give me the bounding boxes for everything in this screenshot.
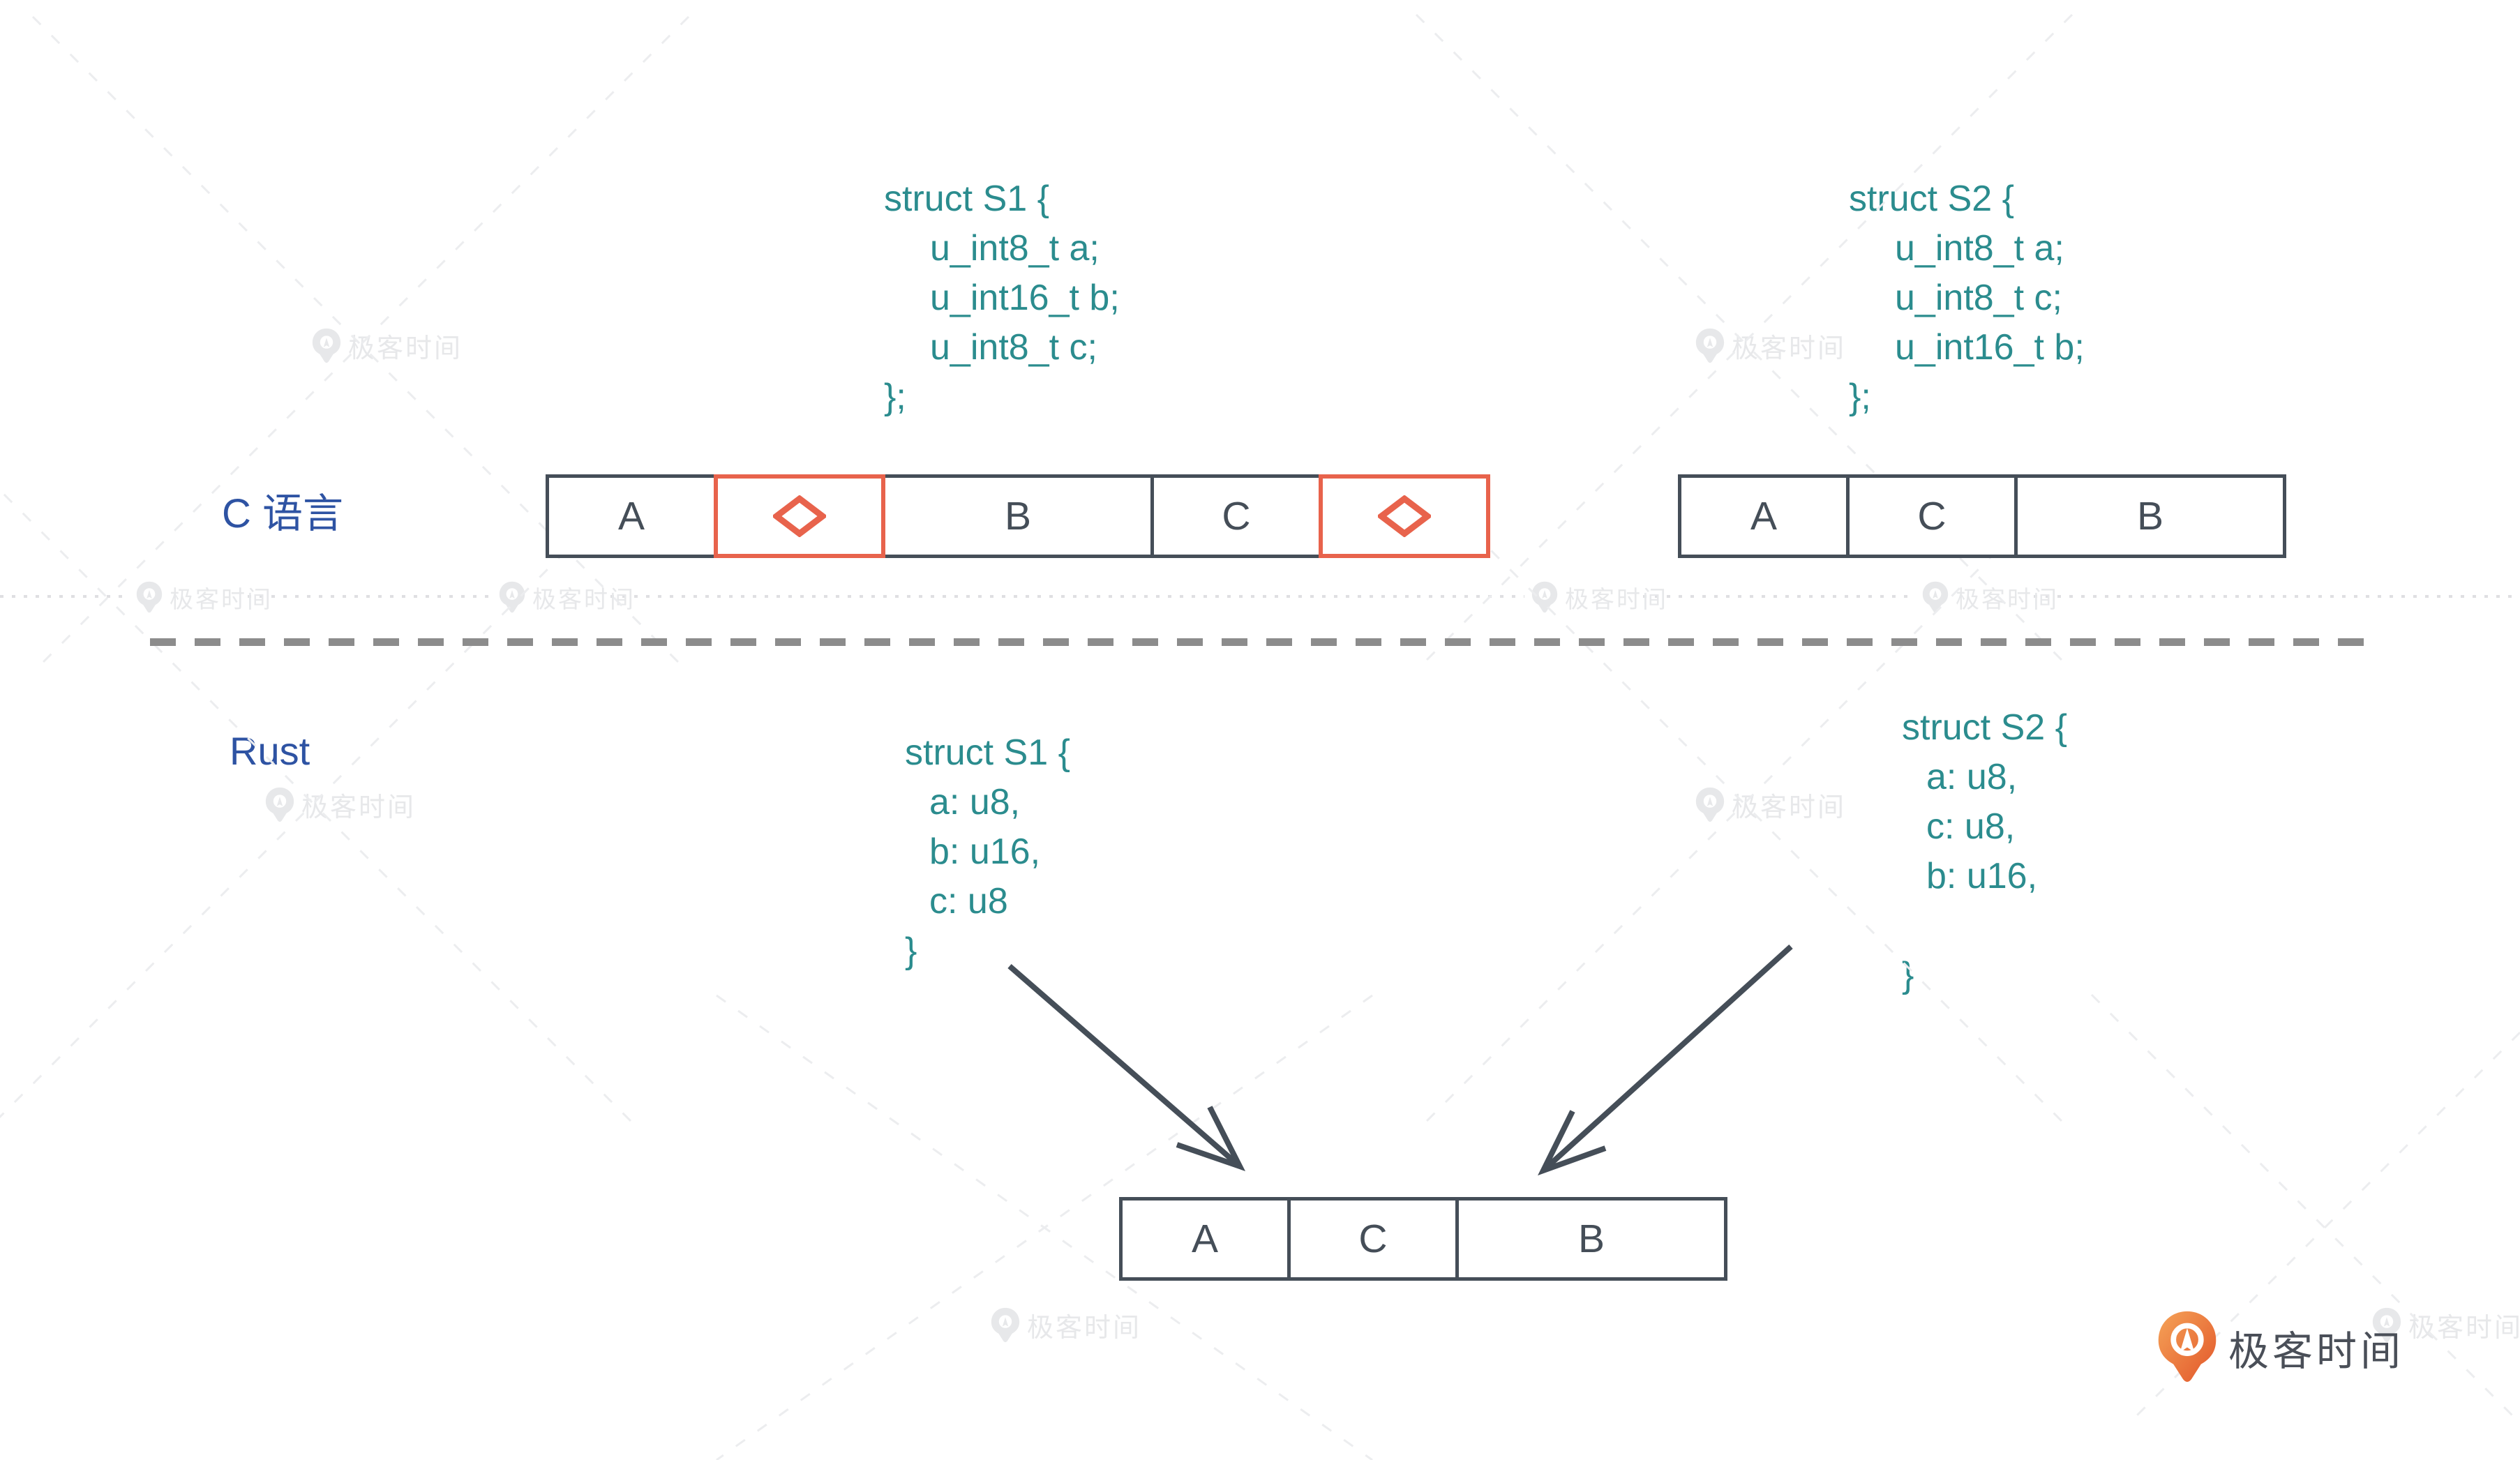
c-s1-memory-layout: A B C [546, 474, 1490, 558]
watermark-logo-icon [312, 328, 341, 363]
code-line: c: u8 [929, 881, 1008, 921]
code-line: a: u8, [929, 782, 1021, 822]
watermark-logo-icon [1531, 581, 1558, 613]
watermark: 极客时间 [499, 580, 636, 615]
code-line [1902, 901, 2067, 951]
watermark: 极客时间 [1531, 580, 1668, 615]
code-line: struct S1 { [905, 732, 1070, 773]
code-line: u_int8_t a; [1895, 228, 2064, 269]
memory-cell: C [1846, 474, 2018, 558]
memory-cell: B [2014, 474, 2286, 558]
dotted-line [2034, 595, 2520, 598]
watermark-logo-icon [1695, 787, 1725, 822]
watermark-text: 极客时间 [348, 334, 463, 363]
code-line: b: u16, [929, 831, 1041, 872]
memory-cell-label: C [1358, 1217, 1388, 1261]
code-line: c: u8, [1926, 806, 2016, 847]
code-line: u_int16_t b; [1895, 327, 2085, 368]
padding-diamond-icon [773, 495, 826, 537]
watermark: 极客时间 [136, 580, 273, 615]
code-line: } [1902, 955, 1914, 995]
rust-struct-s2-code: struct S2 { a: u8, c: u8, b: u16, } [1902, 703, 2067, 1000]
memory-cell: B [882, 474, 1154, 558]
memory-cell-label: A [1191, 1217, 1219, 1261]
watermark-logo-icon [991, 1307, 1020, 1342]
dotted-line [0, 595, 129, 598]
watermark-text: 极客时间 [1956, 587, 2059, 613]
c-struct-s1-code: struct S1 { u_int8_t a; u_int16_t b; u_i… [884, 174, 1120, 422]
watermark-logo-icon [265, 787, 294, 822]
memory-cell: A [1678, 474, 1850, 558]
memory-cell: C [1150, 474, 1322, 558]
code-line: a: u8, [1926, 757, 2018, 797]
rust-memory-layout: A C B [1119, 1197, 1727, 1281]
memory-cell-label: A [617, 494, 645, 539]
code-line: b: u16, [1926, 856, 2038, 896]
memory-cell: A [546, 474, 717, 558]
section-divider-dashed-line [150, 638, 2372, 646]
watermark: 极客时间 [991, 1306, 1141, 1344]
watermark-text: 极客时间 [1565, 587, 1668, 613]
memory-cell: C [1287, 1197, 1459, 1281]
watermark-logo-icon [1695, 328, 1725, 363]
arrow-s1-to-layout-icon [1007, 963, 1246, 1171]
watermark: 极客时间 [1695, 326, 1846, 365]
watermark-text: 极客时间 [1732, 334, 1847, 363]
dotted-line [1643, 595, 1915, 598]
code-line: u_int8_t c; [1895, 278, 2062, 318]
watermark-logo-icon [499, 581, 525, 613]
code-line: }; [884, 377, 906, 417]
rust-section-label: Rust [230, 729, 310, 773]
rust-struct-s1-code: struct S1 { a: u8, b: u16, c: u8 } [905, 728, 1070, 976]
memory-cell: B [1455, 1197, 1727, 1281]
memory-cell-label: C [1917, 494, 1947, 539]
watermark-text: 极客时间 [1732, 793, 1847, 822]
c-s2-memory-layout: A C B [1678, 474, 2286, 558]
memory-cell-padding [1319, 474, 1490, 558]
watermark-text: 极客时间 [1027, 1314, 1142, 1343]
watermark-logo-icon [136, 581, 163, 613]
memory-cell-label: B [1004, 494, 1032, 539]
c-struct-s2-code: struct S2 { u_int8_t a; u_int8_t c; u_in… [1849, 174, 2085, 422]
dotted-line [248, 595, 492, 598]
watermark-text: 极客时间 [532, 587, 636, 613]
memory-cell: A [1119, 1197, 1291, 1281]
memory-cell-label: C [1222, 494, 1251, 539]
dotted-line [610, 595, 1524, 598]
watermark-text: 极客时间 [170, 587, 273, 613]
brand-name: 极客时间 [2228, 1328, 2405, 1374]
geektime-logo-icon [2158, 1311, 2217, 1382]
code-line: }; [1849, 377, 1871, 417]
memory-cell-label: A [1750, 494, 1778, 539]
memory-cell-label: B [1577, 1217, 1605, 1261]
arrow-s2-to-layout-icon [1538, 945, 1793, 1176]
code-line: } [905, 931, 917, 971]
memory-cell-padding [714, 474, 885, 558]
code-line: u_int8_t c; [930, 327, 1097, 368]
watermark: 极客时间 [1695, 785, 1846, 824]
code-line: u_int8_t a; [930, 228, 1100, 269]
geektime-brand: 极客时间 [2157, 1310, 2404, 1385]
code-line: struct S2 { [1902, 707, 2067, 748]
code-line: struct S2 { [1849, 179, 2014, 219]
watermark: 极客时间 [312, 326, 463, 365]
padding-diamond-icon [1378, 495, 1431, 537]
c-section-label: C 语言 [222, 491, 344, 536]
watermark-text: 极客时间 [2408, 1314, 2520, 1343]
watermark: 极客时间 [265, 785, 416, 824]
watermark-text: 极客时间 [301, 793, 417, 822]
code-line: struct S1 { [884, 179, 1049, 219]
watermark: 极客时间 [1922, 580, 2059, 615]
code-line: u_int16_t b; [930, 278, 1120, 318]
memory-cell-label: B [2136, 494, 2164, 539]
watermark-logo-icon [1922, 581, 1949, 613]
